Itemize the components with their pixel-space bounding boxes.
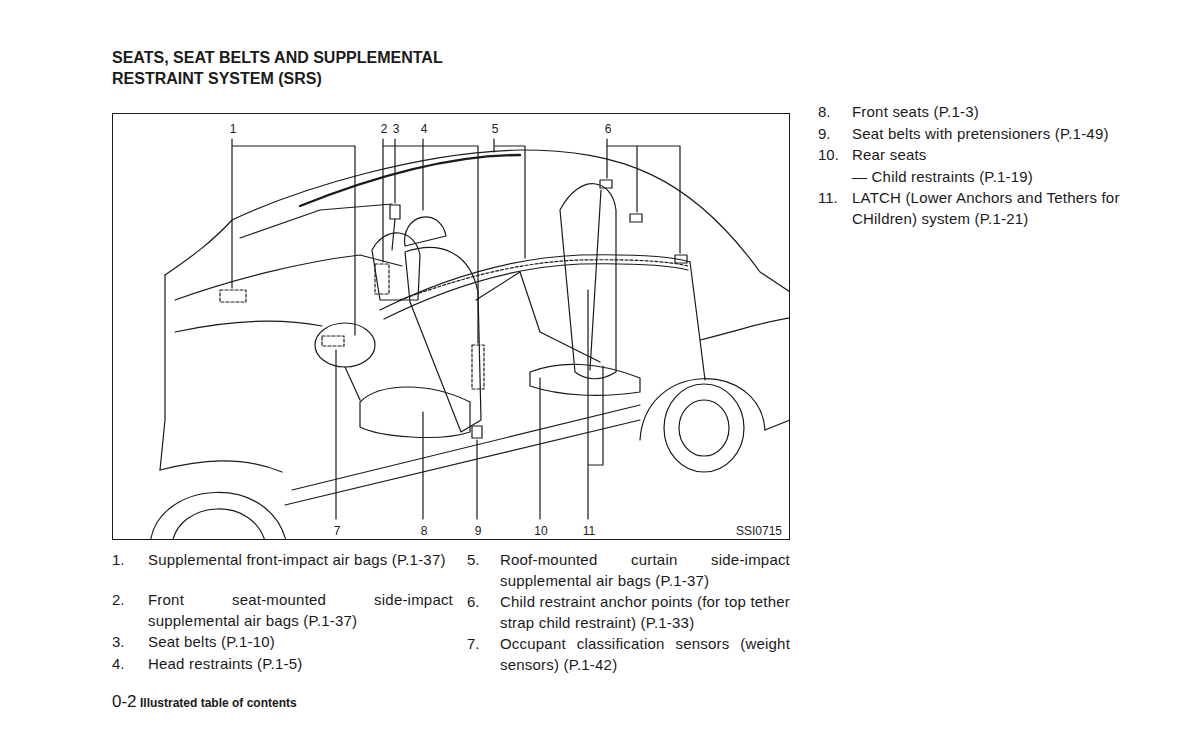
item-number: 3. bbox=[112, 632, 125, 653]
item-text: LATCH (Lower Anchors and Tethers for CHi… bbox=[852, 188, 1152, 229]
section-name: Illustrated table of contents bbox=[140, 695, 297, 711]
callout-number: 4 bbox=[420, 123, 429, 136]
item-number: 4. bbox=[112, 654, 125, 675]
item-number: 11. bbox=[818, 188, 838, 209]
callout-number: 11 bbox=[582, 525, 596, 538]
item-text: Occupant classification sensors (weight … bbox=[500, 634, 790, 675]
callout-number: 9 bbox=[474, 525, 483, 538]
item-text: Child restraint anchor points (for top t… bbox=[500, 592, 790, 633]
item-text: Supplemental front-impact air bags (P.1-… bbox=[148, 550, 453, 571]
item-text: Rear seats bbox=[852, 145, 1162, 166]
item-number: 6. bbox=[467, 592, 480, 613]
callout-number: 3 bbox=[392, 123, 401, 136]
figure-frame: 1234567891011SSI0715 bbox=[112, 113, 790, 540]
item-subtext: — Child restraints (P.1-19) bbox=[852, 167, 1162, 188]
item-text: Roof-mounted curtain side-impact supplem… bbox=[500, 550, 790, 591]
item-number: 7. bbox=[467, 634, 480, 655]
item-number: 9. bbox=[818, 124, 831, 145]
item-text: Seat belts (P.1-10) bbox=[148, 632, 453, 653]
callout-number: 2 bbox=[380, 123, 389, 136]
callout-number: 5 bbox=[491, 123, 500, 136]
callout-number: 7 bbox=[333, 525, 342, 538]
item-number: 2. bbox=[112, 590, 125, 611]
page-number: 0-2 bbox=[112, 692, 137, 712]
item-number: 8. bbox=[818, 102, 831, 123]
callout-number: 8 bbox=[420, 525, 429, 538]
callout-number: 6 bbox=[604, 123, 613, 136]
item-text: Front seats (P.1-3) bbox=[852, 102, 1162, 123]
item-number: 1. bbox=[112, 550, 125, 571]
figure-code: SSI0715 bbox=[735, 525, 783, 538]
callout-number: 1 bbox=[229, 123, 238, 136]
item-text: Front seat-mounted side-impact supplemen… bbox=[148, 590, 453, 631]
item-text: Seat belts with pretensioners (P.1-49) bbox=[852, 124, 1162, 145]
item-number: 10. bbox=[818, 145, 839, 166]
page-title: SEATS, SEAT BELTS AND SUPPLEMENTAL RESTR… bbox=[112, 47, 457, 89]
callout-number: 10 bbox=[533, 525, 548, 538]
item-text: Head restraints (P.1-5) bbox=[148, 654, 453, 675]
item-number: 5. bbox=[467, 550, 480, 571]
